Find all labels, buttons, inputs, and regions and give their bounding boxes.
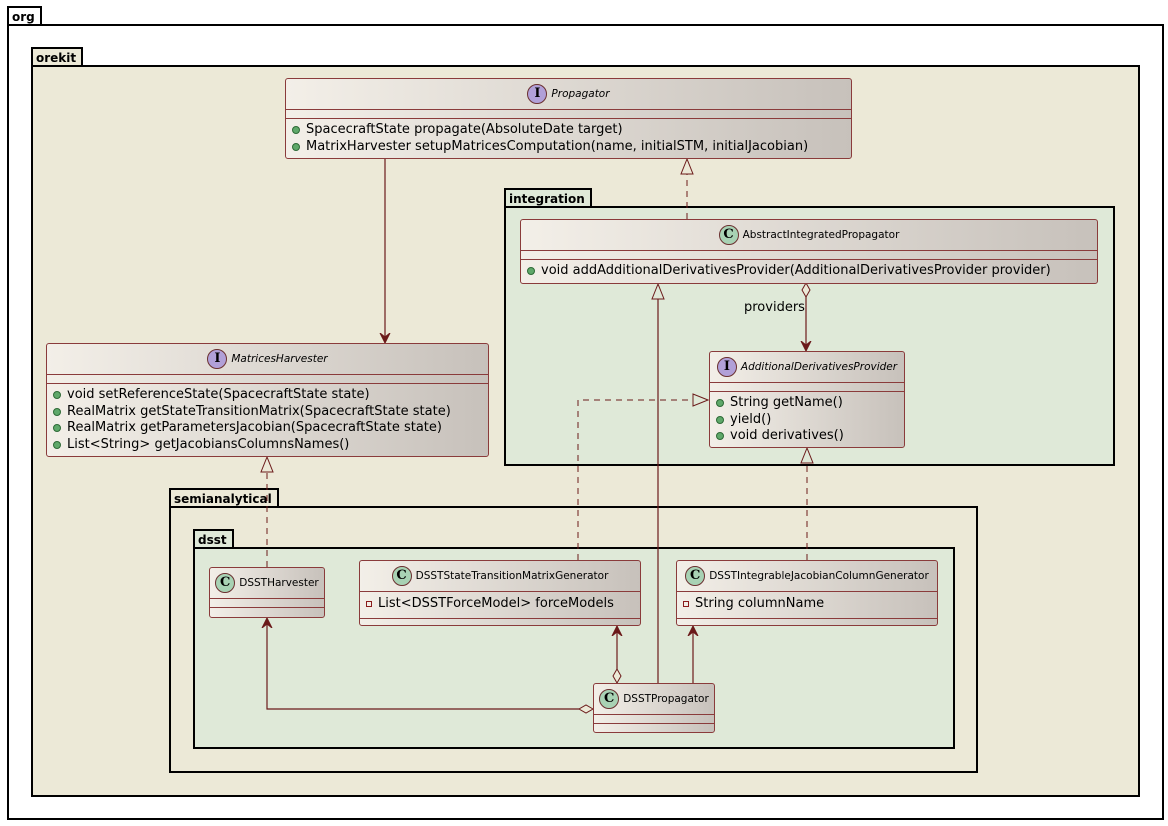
member: void addAdditionalDerivativesProvider(Ad… bbox=[527, 263, 1091, 280]
class-name: AdditionalDerivativesProvider bbox=[740, 361, 898, 373]
edge-aip-realizes-propagator bbox=[680, 157, 694, 219]
class-matrices-harvester[interactable]: I MatricesHarvester void setReferenceSta… bbox=[46, 343, 489, 457]
class-dsst-jacobian-generator[interactable]: C DSSTIntegrableJacobianColumnGenerator … bbox=[676, 560, 938, 626]
member-list: void addAdditionalDerivativesProvider(Ad… bbox=[521, 259, 1097, 280]
class-propagator[interactable]: I Propagator SpacecraftState propagate(A… bbox=[285, 78, 852, 159]
member: String getName() bbox=[716, 395, 898, 412]
private-visibility-icon bbox=[366, 601, 372, 608]
class-badge-icon: C bbox=[215, 573, 236, 593]
member-list: String getName() yield() void derivative… bbox=[710, 391, 904, 445]
package-tab-integration: integration bbox=[504, 188, 592, 206]
package-tab-orekit: orekit bbox=[31, 47, 84, 65]
member: String columnName bbox=[683, 596, 931, 613]
class-name: DSSTHarvester bbox=[239, 577, 319, 589]
member-list: String columnName bbox=[677, 591, 937, 613]
public-visibility-icon bbox=[53, 407, 61, 416]
member: RealMatrix getParametersJacobian(Spacecr… bbox=[53, 420, 482, 437]
member: RealMatrix getStateTransitionMatrix(Spac… bbox=[53, 404, 482, 421]
public-visibility-icon bbox=[716, 399, 724, 408]
class-dsst-harvester[interactable]: C DSSTHarvester bbox=[209, 567, 325, 618]
interface-badge-icon: I bbox=[527, 84, 548, 104]
public-visibility-icon bbox=[716, 415, 724, 424]
public-visibility-icon bbox=[716, 432, 724, 441]
private-visibility-icon bbox=[683, 601, 689, 608]
member: yield() bbox=[716, 412, 898, 429]
class-badge-icon: C bbox=[685, 566, 706, 586]
public-visibility-icon bbox=[53, 391, 61, 400]
public-visibility-icon bbox=[292, 142, 300, 151]
member: List<DSSTForceModel> forceModels bbox=[366, 596, 634, 613]
member: List<String> getJacobiansColumnsNames() bbox=[53, 437, 482, 454]
edge-dssth-realizes-matrices-harvester bbox=[260, 455, 274, 567]
member-list: void setReferenceState(SpacecraftState s… bbox=[47, 383, 488, 453]
class-name: Propagator bbox=[551, 88, 610, 100]
public-visibility-icon bbox=[527, 267, 535, 276]
class-name: DSSTIntegrableJacobianColumnGenerator bbox=[709, 570, 929, 582]
edge-label-providers: providers bbox=[744, 300, 805, 315]
class-dsst-stm-generator[interactable]: C DSSTStateTransitionMatrixGenerator Lis… bbox=[359, 560, 641, 626]
member: void setReferenceState(SpacecraftState s… bbox=[53, 387, 482, 404]
package-tab-org: org bbox=[7, 6, 42, 24]
member-list: List<DSSTForceModel> forceModels bbox=[360, 591, 640, 613]
interface-badge-icon: I bbox=[207, 349, 228, 369]
class-dsst-propagator[interactable]: C DSSTPropagator bbox=[593, 683, 715, 733]
member: void derivatives() bbox=[716, 428, 898, 445]
package-tab-semianalytical: semianalytical bbox=[169, 488, 279, 506]
public-visibility-icon bbox=[53, 440, 61, 449]
class-name: DSSTStateTransitionMatrixGenerator bbox=[415, 570, 609, 582]
class-additional-derivatives-provider[interactable]: I AdditionalDerivativesProvider String g… bbox=[709, 351, 905, 448]
class-badge-icon: C bbox=[599, 689, 620, 709]
edge-stm-realizes-adp bbox=[577, 393, 710, 560]
class-name: AbstractIntegratedPropagator bbox=[742, 229, 900, 241]
class-badge-icon: C bbox=[718, 225, 739, 245]
member: MatrixHarvester setupMatricesComputation… bbox=[292, 139, 845, 156]
edge-dsstp-aggregates-stm bbox=[613, 626, 621, 685]
class-name: MatricesHarvester bbox=[231, 353, 328, 365]
edge-aip-aggregates-providers bbox=[802, 281, 810, 351]
edge-dsstp-aggregates-harvester bbox=[267, 618, 595, 714]
member-list: SpacecraftState propagate(AbsoluteDate t… bbox=[286, 118, 851, 155]
member: SpacecraftState propagate(AbsoluteDate t… bbox=[292, 122, 845, 139]
interface-badge-icon: I bbox=[716, 357, 737, 377]
class-abstract-integrated-propagator[interactable]: C AbstractIntegratedPropagator void addA… bbox=[520, 219, 1098, 284]
public-visibility-icon bbox=[53, 424, 61, 433]
edge-dsstp-extends-aip bbox=[651, 282, 665, 683]
class-badge-icon: C bbox=[391, 566, 412, 586]
class-name: DSSTPropagator bbox=[623, 693, 709, 705]
public-visibility-icon bbox=[292, 126, 300, 135]
package-tab-dsst: dsst bbox=[193, 529, 234, 547]
edge-jacobian-realizes-adp bbox=[800, 446, 814, 560]
